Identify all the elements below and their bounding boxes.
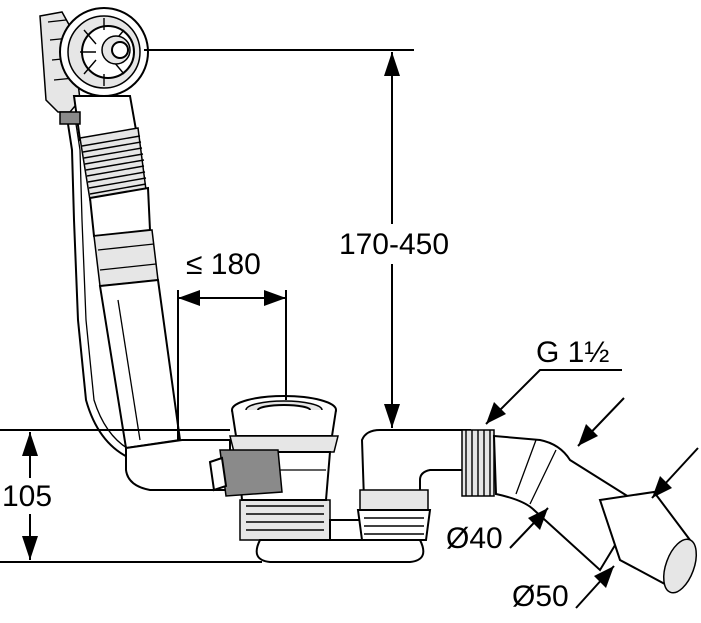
flex-hose (72, 95, 182, 450)
waste-outlet (208, 395, 339, 501)
dimension-max-distance: ≤ 180 (177, 248, 287, 440)
outlet-elbow (461, 429, 698, 594)
overflow-head (39, 7, 414, 113)
thread-callout: G 1½ (485, 336, 622, 425)
height-range-label: 170-450 (339, 228, 449, 261)
dimension-trap-height: 105 (0, 429, 262, 563)
thread-label: G 1½ (536, 336, 609, 369)
diameter-small-label: Ø40 (446, 522, 503, 555)
diameter-small-callout: Ø40 (446, 397, 625, 555)
diameter-large-callout: Ø50 (512, 447, 699, 613)
max-distance-label: ≤ 180 (186, 248, 261, 281)
diameter-large-label: Ø50 (512, 580, 569, 613)
trap-riser (356, 429, 471, 541)
dimension-height-range: 170-450 (322, 52, 466, 428)
trap-height-label: 105 (2, 480, 52, 513)
